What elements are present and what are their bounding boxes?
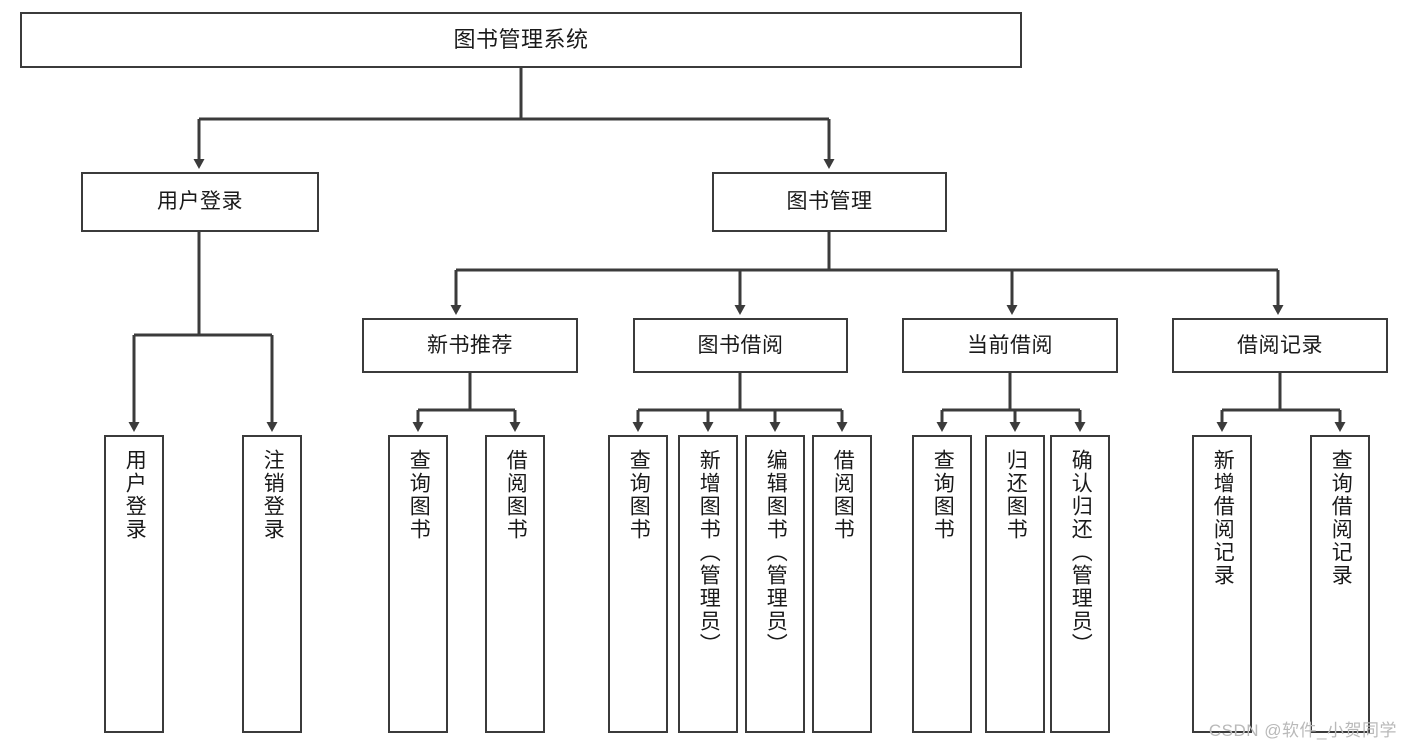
node-leaf-add-book-label: 新增图书（管理员） (697, 449, 721, 656)
node-leaf-query-record-label: 查询借阅记录 (1329, 449, 1353, 587)
node-leaf-add-book[interactable]: 新增图书（管理员） (678, 435, 738, 733)
node-current-borrow-label: 当前借阅 (967, 333, 1053, 357)
node-borrow-record-label: 借阅记录 (1237, 333, 1323, 357)
node-leaf-query-book-borrow-label: 查询图书 (627, 449, 651, 541)
node-leaf-query-book-rec-label: 查询图书 (407, 449, 431, 541)
node-leaf-confirm-return[interactable]: 确认归还（管理员） (1050, 435, 1110, 733)
node-new-book-recommend-label: 新书推荐 (427, 333, 513, 357)
node-book-manage-label: 图书管理 (786, 190, 873, 214)
node-user-login-label: 用户登录 (157, 190, 243, 214)
node-leaf-add-record-label: 新增借阅记录 (1211, 449, 1235, 587)
node-book-manage[interactable]: 图书管理 (712, 172, 947, 232)
node-leaf-query-book-rec[interactable]: 查询图书 (388, 435, 448, 733)
node-leaf-query-book-current[interactable]: 查询图书 (912, 435, 972, 733)
node-leaf-query-book-borrow[interactable]: 查询图书 (608, 435, 668, 733)
node-new-book-recommend[interactable]: 新书推荐 (362, 318, 578, 373)
node-leaf-query-record[interactable]: 查询借阅记录 (1310, 435, 1370, 733)
node-leaf-borrow-book-rec-label: 借阅图书 (504, 449, 528, 541)
node-leaf-borrow-book-label: 借阅图书 (831, 449, 855, 541)
node-current-borrow[interactable]: 当前借阅 (902, 318, 1118, 373)
node-leaf-user-logout-label: 注销登录 (261, 449, 285, 541)
node-user-login[interactable]: 用户登录 (81, 172, 319, 232)
node-leaf-borrow-book-rec[interactable]: 借阅图书 (485, 435, 545, 733)
node-leaf-borrow-book[interactable]: 借阅图书 (812, 435, 872, 733)
watermark: CSDN @软件_小贺同学 (1208, 721, 1397, 740)
node-leaf-edit-book[interactable]: 编辑图书（管理员） (745, 435, 805, 733)
node-leaf-user-logout[interactable]: 注销登录 (242, 435, 302, 733)
node-leaf-edit-book-label: 编辑图书（管理员） (764, 449, 788, 656)
node-leaf-confirm-return-label: 确认归还（管理员） (1069, 449, 1093, 656)
node-leaf-user-login-label: 用户登录 (123, 449, 147, 541)
node-leaf-add-record[interactable]: 新增借阅记录 (1192, 435, 1252, 733)
node-leaf-return-book-label: 归还图书 (1004, 449, 1028, 541)
node-leaf-query-book-current-label: 查询图书 (931, 449, 955, 541)
node-root[interactable]: 图书管理系统 (20, 12, 1022, 68)
node-borrow-record[interactable]: 借阅记录 (1172, 318, 1388, 373)
node-book-borrow[interactable]: 图书借阅 (633, 318, 848, 373)
node-book-borrow-label: 图书借阅 (697, 333, 784, 357)
node-root-label: 图书管理系统 (453, 27, 589, 53)
node-leaf-return-book[interactable]: 归还图书 (985, 435, 1045, 733)
node-leaf-user-login[interactable]: 用户登录 (104, 435, 164, 733)
